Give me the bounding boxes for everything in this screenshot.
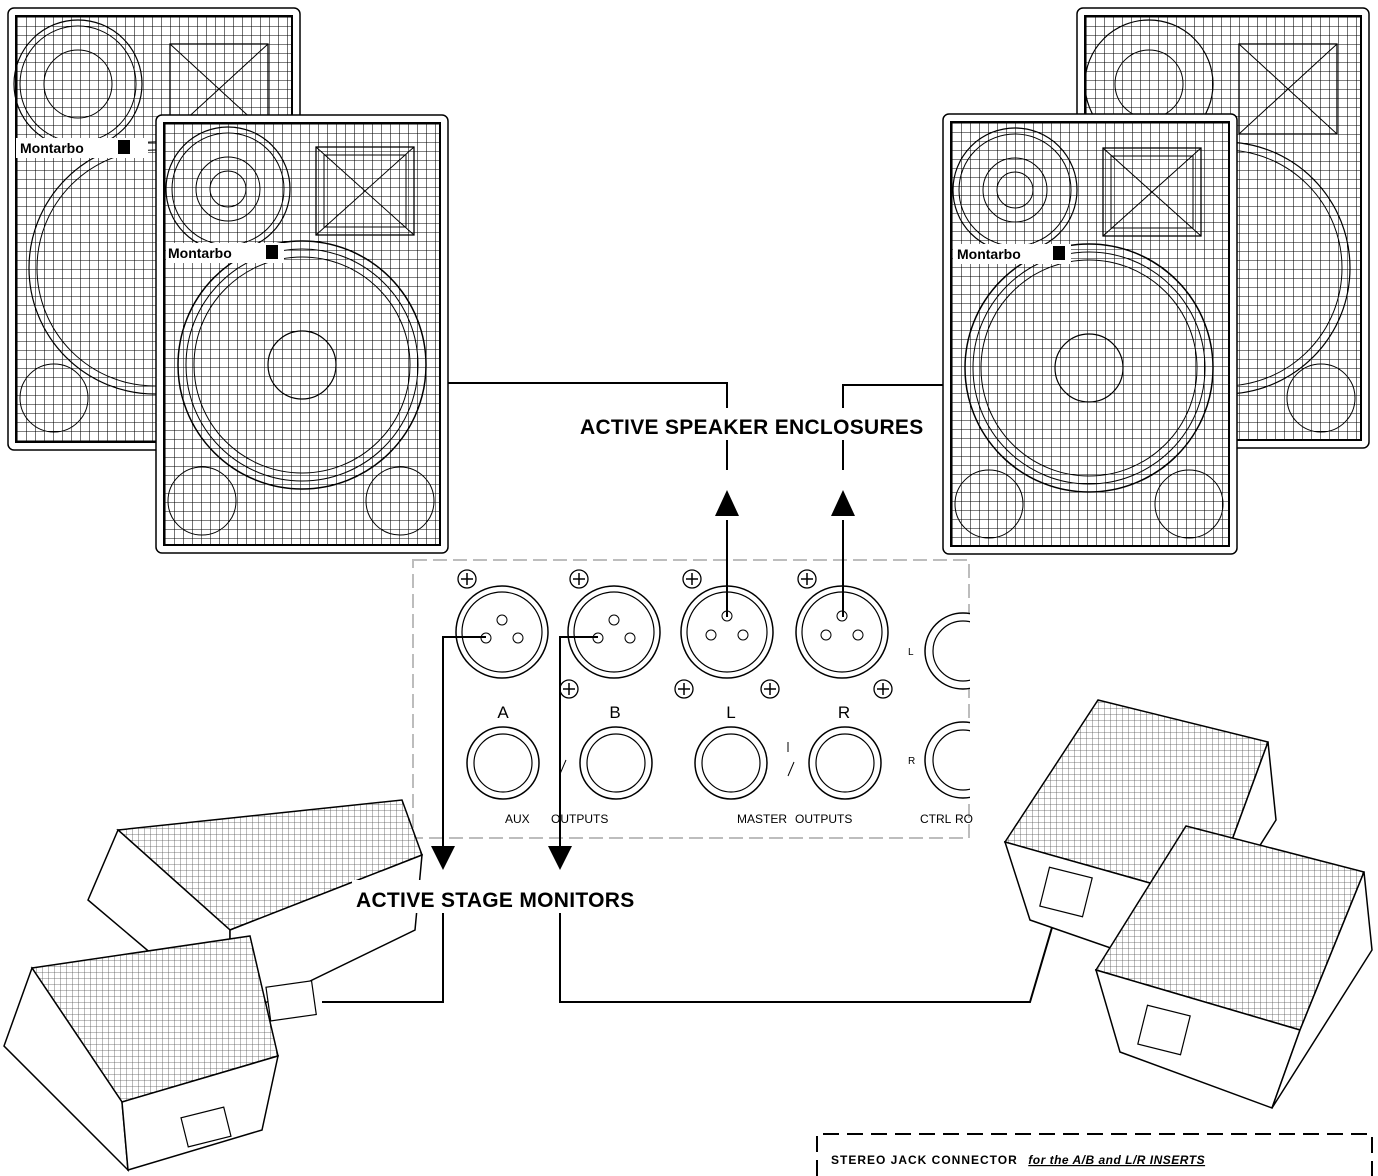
brand-logo-3: Montarbo — [957, 246, 1021, 262]
jack-aux-b[interactable] — [580, 727, 652, 799]
insert-note-italic: for the A/B and L/R INSERTS — [1028, 1153, 1205, 1167]
insert-note-box: STEREO JACK CONNECTOR for the A/B and L/… — [817, 1134, 1372, 1176]
brand-logo-2: Montarbo — [168, 245, 232, 261]
stage-monitor-left-front — [4, 936, 278, 1170]
arrow-down-b-icon — [548, 846, 572, 870]
speaker-enclosure-front-right: Montarbo — [943, 114, 1237, 554]
mixer-connection-panel: A B L R L R AUX OUTPUTS MASTER OUTPUTS C… — [413, 560, 1010, 838]
connector-label-a: A — [497, 703, 509, 722]
jack-aux-a[interactable] — [467, 727, 539, 799]
ctrl-label: CTRL — [920, 812, 952, 826]
insert-note-text: STEREO JACK CONNECTOR for the A/B and L/… — [831, 1151, 1205, 1168]
jack-master-l[interactable] — [695, 727, 767, 799]
arrow-down-a-icon — [431, 846, 455, 870]
connector-label-r: R — [838, 703, 850, 722]
connector-label-l: L — [726, 703, 735, 722]
aux-label: AUX — [505, 812, 530, 826]
speaker-enclosure-front-left: Montarbo — [156, 115, 448, 553]
side-label-l: L — [908, 647, 914, 658]
speaker-enclosures-label: ACTIVE SPEAKER ENCLOSURES — [580, 416, 924, 439]
arrow-up-l-icon — [715, 490, 739, 516]
jack-master-r[interactable] — [809, 727, 881, 799]
connector-label-b: B — [609, 703, 620, 722]
arrow-up-r-icon — [831, 490, 855, 516]
side-label-r: R — [908, 756, 915, 767]
insert-note-bold: STEREO JACK CONNECTOR — [831, 1153, 1018, 1167]
master-outputs-label: OUTPUTS — [795, 812, 852, 826]
brand-logo-1: Montarbo — [20, 140, 84, 156]
master-label: MASTER — [737, 812, 787, 826]
stage-monitors-label: ACTIVE STAGE MONITORS — [356, 889, 635, 912]
ctrl-cut-label: RO — [955, 812, 973, 826]
